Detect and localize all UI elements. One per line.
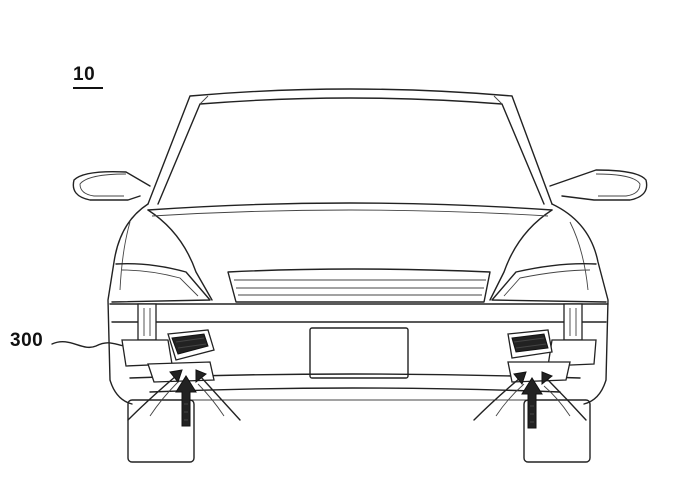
- right-mirror: [549, 169, 648, 201]
- reference-underline: [73, 87, 103, 89]
- right-airflow-arrows: [473, 371, 587, 429]
- left-lamp-unit: [121, 303, 215, 383]
- grille: [227, 268, 491, 303]
- part-reference-numeral: 300: [10, 330, 44, 351]
- license-plate: [309, 327, 409, 379]
- right-headlight: [491, 263, 607, 303]
- hood: [147, 202, 553, 301]
- right-lamp-unit: [507, 303, 597, 383]
- right-tire: [523, 399, 591, 463]
- left-headlight: [111, 263, 211, 303]
- left-mirror: [72, 170, 151, 201]
- windshield: [147, 88, 553, 205]
- left-airflow-arrows: [127, 369, 241, 427]
- leader-line: [51, 341, 125, 349]
- body-outline: [107, 203, 609, 405]
- left-tire: [127, 399, 195, 463]
- vehicle-reference-numeral: 10: [73, 64, 96, 85]
